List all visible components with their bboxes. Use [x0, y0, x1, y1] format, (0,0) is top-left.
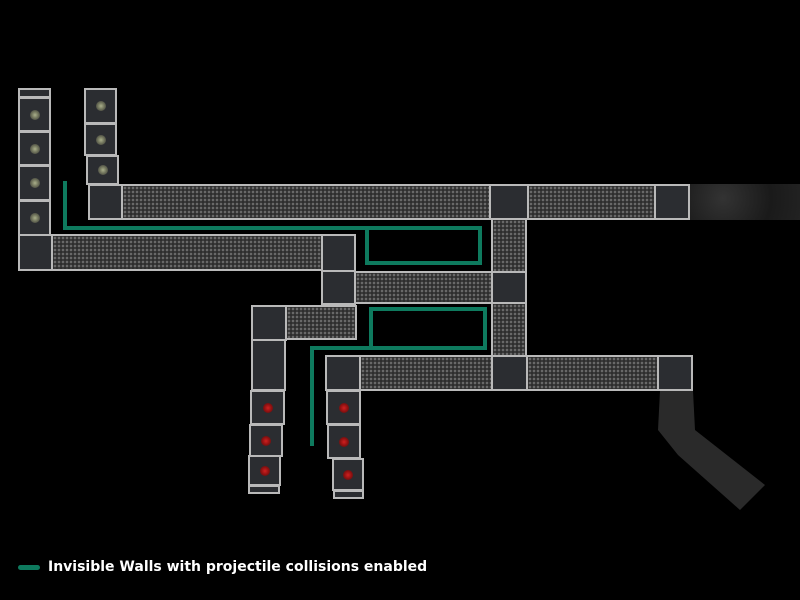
rock-ramp [658, 391, 765, 510]
legend-label: Invisible Walls with projectile collisio… [48, 559, 428, 575]
mesh-walkway [285, 305, 357, 340]
invisible-wall-box [369, 307, 487, 350]
spawn-pad-icon [95, 101, 106, 111]
spawn-tile-red [327, 424, 361, 459]
invisible-wall-line [310, 346, 371, 446]
legend: Invisible Walls with projectile collisio… [18, 559, 427, 575]
invisible-wall-box [365, 226, 482, 265]
spawn-pad-icon [95, 134, 106, 145]
spawn-pad-icon [29, 213, 40, 223]
spawn-tile-red [326, 390, 361, 425]
spawn-pad-red-icon [339, 436, 349, 447]
mesh-walkway [354, 271, 493, 304]
mesh-walkway [491, 218, 527, 273]
invisible-wall-line [63, 181, 367, 230]
junction-block [251, 339, 286, 391]
spawn-pad-red-icon [261, 435, 271, 446]
mesh-walkway [121, 184, 491, 220]
spawn-pad-red-icon [262, 402, 273, 413]
spawn-tile-red [249, 424, 283, 457]
spawn-pad-icon [97, 165, 108, 175]
spawn-tile [333, 490, 364, 499]
junction-block [654, 184, 690, 220]
spawn-tile [18, 200, 51, 236]
spawn-pad-red-icon [338, 402, 349, 413]
spawn-pad-red-icon [343, 469, 353, 480]
spawn-pad-icon [29, 143, 40, 154]
spawn-pad-red-icon [259, 465, 270, 476]
junction-block [491, 271, 527, 304]
spawn-tile [248, 485, 280, 494]
mesh-walkway [527, 184, 656, 220]
legend-swatch [18, 564, 40, 570]
mesh-walkway [526, 355, 659, 391]
mesh-walkway [359, 355, 493, 391]
rock-path [690, 184, 800, 220]
junction-block [657, 355, 693, 391]
spawn-pad-icon [29, 109, 40, 120]
spawn-pad-icon [29, 178, 40, 188]
mesh-walkway [51, 234, 323, 271]
